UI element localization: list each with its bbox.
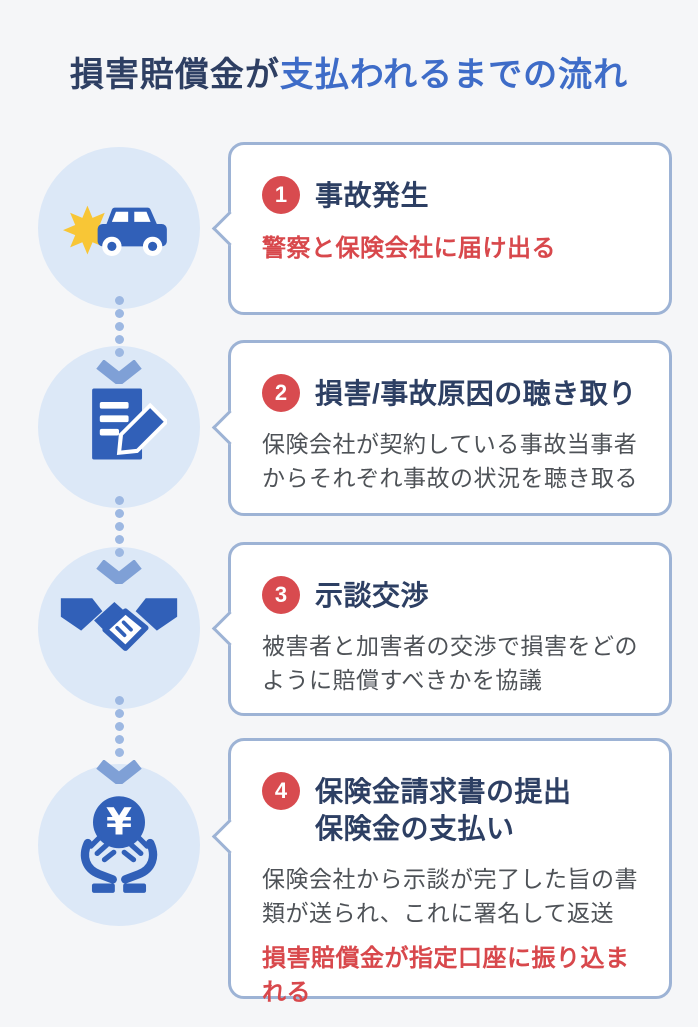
step4-card: 4 保険金請求書の提出 保険金の支払い 保険会社から示談が完了した旨の書類が送ら… xyxy=(211,738,672,1006)
step1-title: 事故発生 xyxy=(315,180,430,211)
step2-title: 損害/事故原因の聴き取り xyxy=(315,378,637,409)
step3-card-tail xyxy=(211,610,248,647)
flow-arrow-down-icon xyxy=(96,494,142,584)
step2-description: 保険会社が契約している事故当事者からそれぞれ事故の状況を聴き取る xyxy=(262,430,638,492)
svg-text:¥: ¥ xyxy=(106,799,132,843)
step3-number-badge: 3 xyxy=(262,576,300,614)
step4-title-line1: 保険金請求書の提出 xyxy=(315,776,572,807)
page-title: 損害賠償金が支払われるまでの流れ xyxy=(0,47,698,96)
step4-title-line2: 保険金の支払い xyxy=(315,812,515,844)
step1-card: 1 事故発生 警察と保険会社に届け出る xyxy=(211,142,672,315)
yen-coin-hands-icon: ¥ xyxy=(67,791,171,900)
step1-note: 警察と保険会社に届け出る xyxy=(262,234,556,262)
step1-number-badge: 1 xyxy=(262,176,300,214)
flow-arrow-down-icon xyxy=(96,694,142,784)
step3-title: 示談交渉 xyxy=(315,580,430,611)
flow-arrow-down-icon xyxy=(96,294,142,384)
step3-card: 3 示談交渉 被害者と加害者の交渉で損害をどのように賠償すべきかを協議 xyxy=(211,542,672,716)
page-title-blue-part: 支払われるまでの流れ xyxy=(279,56,629,94)
step1-card-tail xyxy=(211,210,248,246)
step3-description: 被害者と加害者の交渉で損害をどのように賠償すべきかを協議 xyxy=(262,632,638,694)
step2-number-badge: 2 xyxy=(262,374,300,412)
step4-card-tail xyxy=(211,818,248,855)
car-crash-icon xyxy=(63,187,175,270)
document-pencil-icon xyxy=(71,377,170,478)
step2-card-tail xyxy=(211,409,248,446)
step4-description: 保険会社から示談が完了した旨の書類が送られ、これに署名して返送 xyxy=(262,865,638,927)
step2-card: 2 損害/事故原因の聴き取り 保険会社が契約している事故当事者からそれぞれ事故の… xyxy=(211,340,672,516)
step4-icon-circle: ¥ xyxy=(38,764,200,926)
page-title-dark-part: 損害賠償金が xyxy=(69,56,280,94)
step4-number-badge: 4 xyxy=(262,772,300,810)
step4-title: 保険金請求書の提出 保険金の支払い xyxy=(315,772,572,848)
step1-icon-circle xyxy=(38,147,200,309)
step4-note: 損害賠償金が指定口座に振り込まれる xyxy=(262,944,630,1006)
handshake-icon xyxy=(59,590,179,667)
